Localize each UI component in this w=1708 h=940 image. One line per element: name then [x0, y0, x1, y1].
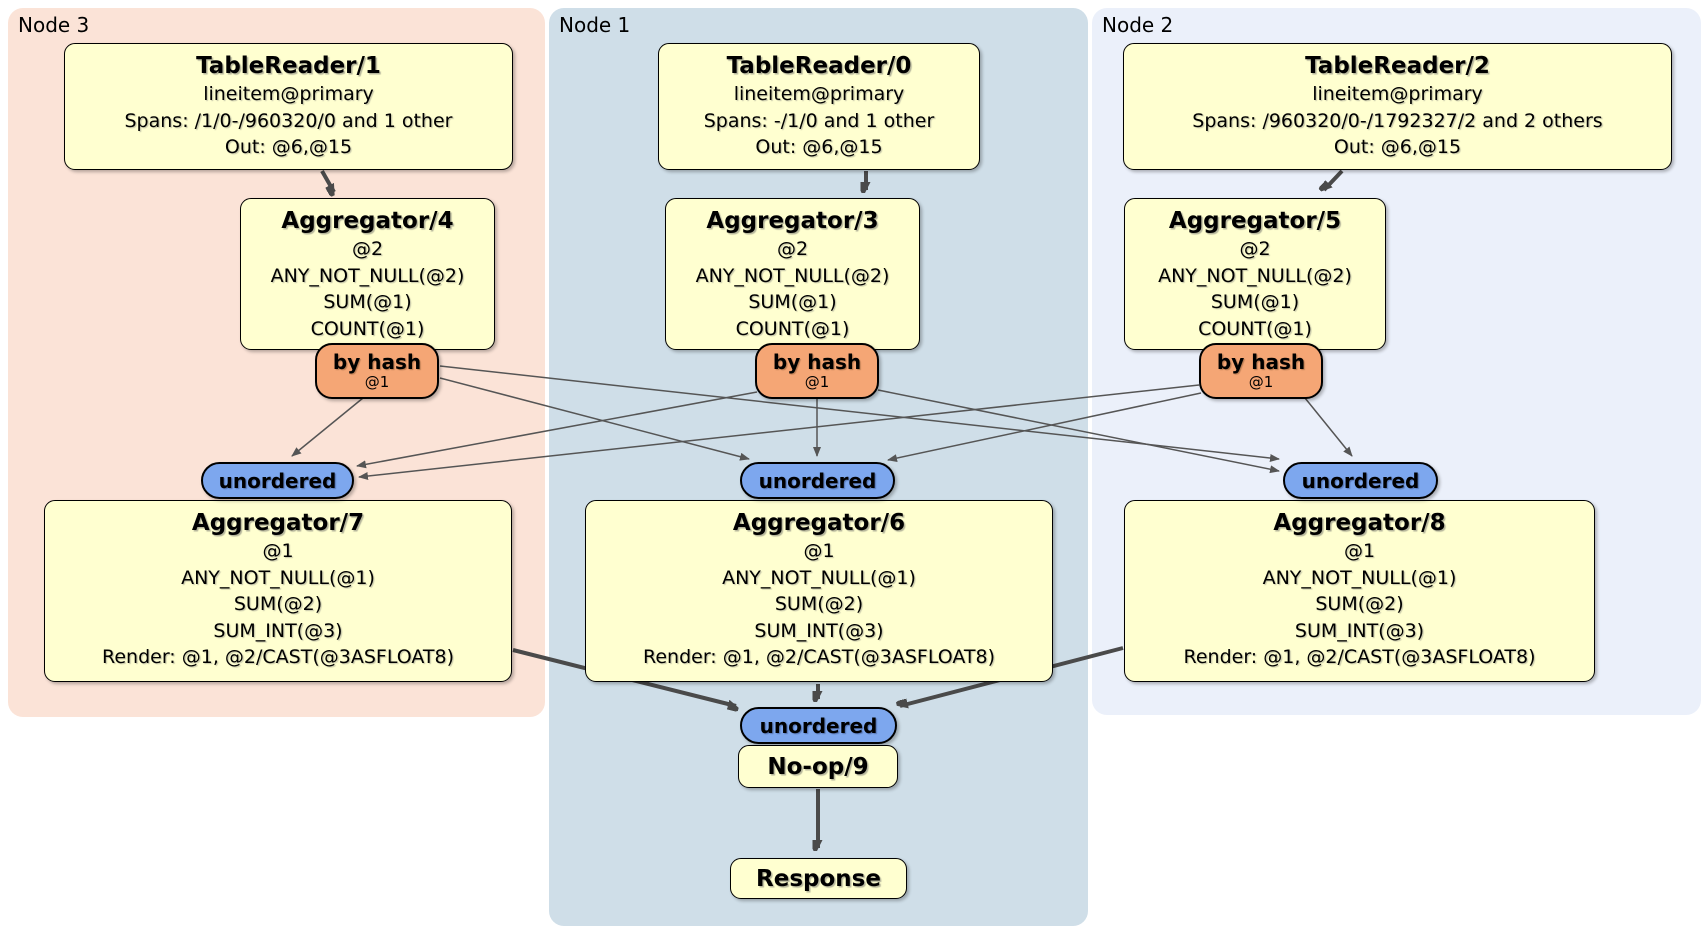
by-hash-columns: @1 — [804, 373, 830, 391]
processor-detail: ANY_NOT_NULL(@2) — [270, 264, 465, 287]
processor-detail: Spans: /1/0-/960320/0 and 1 other — [124, 109, 453, 132]
processor-detail: ANY_NOT_NULL(@2) — [695, 264, 890, 287]
processor-detail: @2 — [1239, 238, 1271, 260]
processor-title: Aggregator/5 — [1168, 208, 1342, 234]
processor-detail: Render: @1, @2/CAST(@3ASFLOAT8) — [1183, 646, 1536, 668]
processor-detail: SUM(@2) — [774, 593, 864, 615]
by-hash-columns: @1 — [1248, 373, 1274, 391]
processor-response: Response — [730, 858, 907, 899]
unordered-badge-node3: unordered — [201, 462, 354, 499]
unordered-badge-merge: unordered — [740, 707, 897, 744]
by-hash-columns: @1 — [364, 373, 390, 391]
by-hash-label: by hash — [1216, 350, 1306, 374]
processor-detail: SUM(@1) — [748, 291, 837, 313]
by-hash-badge-node3: by hash @1 — [315, 343, 439, 399]
processor-detail: ANY_NOT_NULL(@2) — [1158, 264, 1352, 287]
processor-title: Aggregator/7 — [191, 510, 365, 536]
processor-detail: SUM(@1) — [323, 291, 412, 313]
processor-detail: Out: @6,@15 — [1333, 136, 1462, 158]
processor-aggregator-7: Aggregator/7 @1 ANY_NOT_NULL(@1) SUM(@2)… — [44, 500, 512, 682]
unordered-label: unordered — [1301, 468, 1420, 493]
processor-aggregator-6: Aggregator/6 @1 ANY_NOT_NULL(@1) SUM(@2)… — [585, 500, 1053, 682]
by-hash-badge-node2: by hash @1 — [1199, 343, 1323, 399]
processor-aggregator-5: Aggregator/5 @2 ANY_NOT_NULL(@2) SUM(@1)… — [1124, 198, 1386, 350]
processor-detail: @1 — [1343, 540, 1376, 562]
processor-detail: ANY_NOT_NULL(@1) — [181, 566, 375, 589]
processor-detail: @2 — [351, 238, 384, 260]
processor-detail: SUM(@1) — [1210, 291, 1300, 313]
processor-detail: SUM_INT(@3) — [213, 619, 343, 642]
processor-title: TableReader/0 — [726, 53, 912, 79]
processor-title: TableReader/1 — [196, 53, 381, 79]
by-hash-label: by hash — [332, 350, 422, 374]
processor-detail: Spans: -/1/0 and 1 other — [703, 109, 935, 132]
node-2-label: Node 2 — [1102, 13, 1174, 37]
processor-detail: SUM_INT(@3) — [754, 619, 884, 642]
processor-title: No-op/9 — [767, 753, 869, 780]
node-3-label: Node 3 — [18, 13, 90, 37]
processor-detail: Render: @1, @2/CAST(@3ASFLOAT8) — [102, 646, 454, 668]
by-hash-badge-node1: by hash @1 — [755, 343, 879, 399]
processor-detail: Spans: /960320/0-/1792327/2 and 2 others — [1192, 109, 1603, 132]
processor-detail: ANY_NOT_NULL(@1) — [1262, 566, 1457, 589]
processor-detail: @1 — [803, 540, 835, 562]
processor-title: Aggregator/3 — [706, 208, 879, 234]
node-1-label: Node 1 — [559, 13, 631, 37]
processor-tablereader-0: TableReader/0 lineitem@primary Spans: -/… — [658, 43, 980, 170]
processor-detail: COUNT(@1) — [735, 317, 850, 340]
processor-title: Aggregator/6 — [732, 510, 906, 536]
processor-detail: ANY_NOT_NULL(@1) — [722, 566, 916, 589]
processor-tablereader-2: TableReader/2 lineitem@primary Spans: /9… — [1123, 43, 1672, 170]
processor-title: Aggregator/8 — [1273, 510, 1446, 536]
processor-aggregator-8: Aggregator/8 @1 ANY_NOT_NULL(@1) SUM(@2)… — [1124, 500, 1595, 682]
processor-aggregator-4: Aggregator/4 @2 ANY_NOT_NULL(@2) SUM(@1)… — [240, 198, 495, 350]
processor-detail: lineitem@primary — [1312, 83, 1483, 105]
processor-detail: Render: @1, @2/CAST(@3ASFLOAT8) — [643, 646, 995, 668]
unordered-label: unordered — [759, 713, 878, 738]
processor-tablereader-1: TableReader/1 lineitem@primary Spans: /1… — [64, 43, 513, 170]
processor-detail: COUNT(@1) — [310, 317, 425, 340]
processor-detail: Out: @6,@15 — [224, 136, 353, 158]
processor-detail: lineitem@primary — [733, 83, 905, 105]
unordered-badge-node2: unordered — [1283, 462, 1438, 499]
processor-detail: SUM(@2) — [233, 593, 323, 615]
processor-detail: Out: @6,@15 — [755, 136, 883, 158]
processor-title: TableReader/2 — [1305, 53, 1490, 79]
processor-detail: SUM_INT(@3) — [1294, 619, 1425, 642]
processor-title: Aggregator/4 — [281, 208, 454, 234]
unordered-badge-node1: unordered — [740, 462, 895, 499]
processor-detail: lineitem@primary — [203, 83, 374, 105]
processor-title: Response — [756, 865, 881, 892]
by-hash-label: by hash — [772, 350, 862, 374]
unordered-label: unordered — [758, 468, 877, 493]
processor-detail: @2 — [776, 238, 809, 260]
processor-aggregator-3: Aggregator/3 @2 ANY_NOT_NULL(@2) SUM(@1)… — [665, 198, 920, 350]
processor-detail: @1 — [262, 540, 294, 562]
processor-detail: COUNT(@1) — [1198, 317, 1312, 340]
processor-noop-9: No-op/9 — [738, 745, 898, 788]
processor-detail: SUM(@2) — [1315, 593, 1404, 615]
unordered-label: unordered — [218, 468, 337, 493]
